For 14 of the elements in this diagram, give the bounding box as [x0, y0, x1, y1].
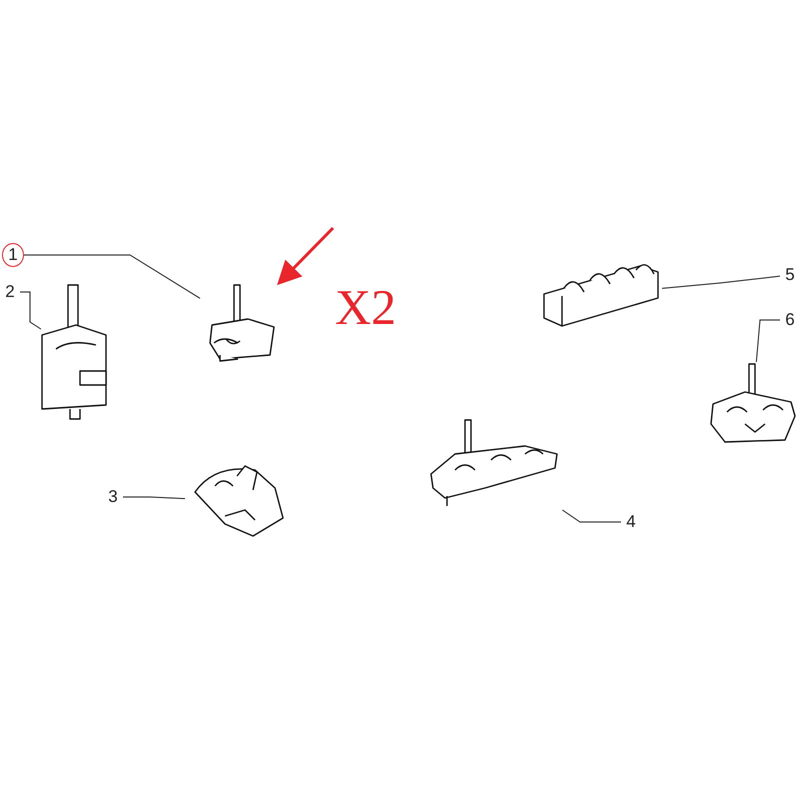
- leader-line: [662, 276, 780, 289]
- leader-line: [20, 292, 42, 330]
- leader-line: [756, 320, 780, 362]
- callout-number: 6: [780, 308, 800, 332]
- arrow: [277, 226, 334, 286]
- callout-number: 1: [2, 243, 24, 267]
- callout-number: 5: [780, 263, 800, 287]
- leader-line: [562, 510, 622, 522]
- leader-line: [24, 254, 200, 299]
- callout-number: 3: [103, 485, 123, 509]
- quantity-note: X2: [335, 278, 396, 336]
- callout-number: 4: [621, 510, 641, 534]
- callout-number: 2: [0, 280, 20, 304]
- leader-line: [122, 496, 186, 500]
